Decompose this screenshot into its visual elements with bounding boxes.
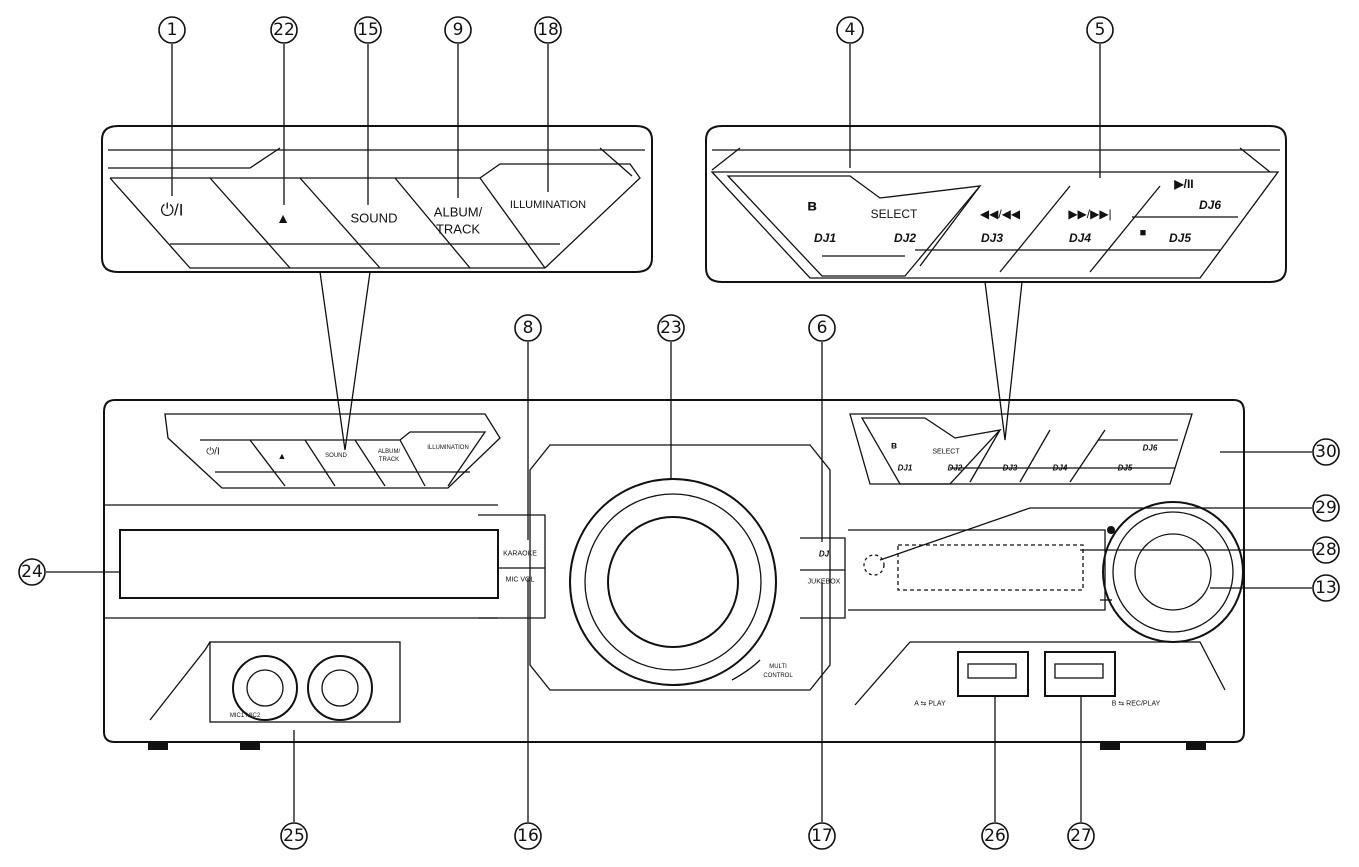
multi-control-label-1: MULTI: [769, 664, 787, 670]
rewind-icon: ◀◀/◀◀: [980, 207, 1021, 221]
volume-knob[interactable]: [1102, 501, 1244, 643]
remote-sensor: [863, 554, 885, 576]
dj1-label: DJ1: [814, 231, 836, 245]
mic-vol-label: MIC VOL: [506, 577, 535, 584]
callout-22: 22: [273, 20, 295, 40]
mic2-jack[interactable]: [307, 655, 373, 721]
album-track-label-line1: ALBUM/: [434, 205, 483, 220]
multi-control-dial[interactable]: [569, 478, 777, 686]
mini-dj5-label: DJ5: [1118, 464, 1133, 473]
callout-17: 17: [811, 826, 833, 846]
callout-8: 8: [523, 318, 534, 338]
callout-markers: 1 22 15 9 18 4 5 8 23 6 30 29 28 13 24 2…: [18, 16, 1340, 850]
callout-18: 18: [537, 20, 559, 40]
callout-29: 29: [1315, 498, 1337, 518]
mini-dj6-label: DJ6: [1143, 444, 1158, 453]
callout-6: 6: [817, 318, 828, 338]
usb-b-port[interactable]: [1044, 651, 1116, 697]
mini-album-label-1: ALBUM/: [378, 449, 401, 455]
mini-eject-label: ▲: [278, 451, 287, 461]
mini-power-label: ⏻/I: [206, 447, 219, 458]
mini-dj2-label: DJ2: [948, 464, 963, 473]
select-button-label: SELECT: [871, 207, 918, 221]
dj2-label: DJ2: [894, 231, 916, 245]
karaoke-button-label: KARAOKE: [503, 551, 537, 558]
mini-album-label-2: TRACK: [379, 457, 399, 463]
dj4-label: DJ4: [1069, 231, 1091, 245]
mic1-jack[interactable]: [232, 655, 298, 721]
mini-illumination-label: ILLUMINATION: [427, 445, 469, 451]
dj5-label: DJ5: [1169, 231, 1191, 245]
fast-forward-icon: ▶▶/▶▶|: [1068, 207, 1111, 221]
right-top-panel-closeup: ʙ SELECT DJ1 DJ2 ◀◀/◀◀ DJ3 ▶▶/▶▶| DJ4 ▶/…: [705, 125, 1287, 283]
power-button-label: ⏻/I: [161, 201, 184, 220]
album-track-label-line2: TRACK: [436, 222, 480, 237]
callout-5: 5: [1095, 20, 1106, 40]
multi-control-label-2: CONTROL: [763, 673, 793, 679]
left-top-panel-closeup: ⏻/I ▲ SOUND ALBUM/ TRACK ILLUMINATION: [101, 125, 653, 273]
mini-sound-label: SOUND: [325, 453, 347, 459]
callout-23: 23: [660, 318, 682, 338]
mini-dj3-label: DJ3: [1003, 464, 1018, 473]
display-window: [897, 544, 1084, 591]
mini-select-label: SELECT: [932, 449, 960, 456]
dj3-label: DJ3: [981, 231, 1003, 245]
eject-button-label: ▲: [276, 210, 290, 226]
jukebox-button-label: JUKEBOX: [808, 579, 841, 586]
callout-24: 24: [21, 562, 43, 582]
main-unit: ⏻/I ▲ SOUND ALBUM/ TRACK ILLUMINATION ʙ …: [103, 399, 1245, 750]
sound-button-label: SOUND: [351, 211, 398, 226]
callout-30: 30: [1315, 442, 1337, 462]
callout-27: 27: [1070, 826, 1092, 846]
bluetooth-icon: ʙ: [807, 198, 817, 215]
callout-4: 4: [845, 20, 856, 40]
callout-15: 15: [357, 20, 379, 40]
mini-bluetooth-icon: ʙ: [891, 441, 897, 452]
usb-b-label: B ⇆ REC/PLAY: [1112, 701, 1161, 708]
callout-25: 25: [283, 826, 305, 846]
mini-dj4-label: DJ4: [1053, 464, 1068, 473]
play-pause-icon: ▶/II: [1173, 177, 1193, 191]
mic-jack-labels: MIC1 MIC2: [230, 713, 261, 719]
mini-dj1-label: DJ1: [898, 464, 913, 473]
usb-a-port[interactable]: [957, 651, 1029, 697]
callout-16: 16: [517, 826, 539, 846]
stop-icon: ■: [1140, 227, 1147, 239]
callout-9: 9: [453, 20, 464, 40]
callout-28: 28: [1315, 540, 1337, 560]
illumination-button-label: ILLUMINATION: [510, 199, 586, 211]
callout-13: 13: [1315, 578, 1337, 598]
dj6-label: DJ6: [1199, 198, 1221, 212]
usb-a-label: A ⇆ PLAY: [914, 701, 946, 708]
leader-lines: [46, 44, 1312, 822]
dj-button-label: DJ: [819, 550, 830, 559]
callout-26: 26: [984, 826, 1006, 846]
callout-1: 1: [167, 20, 178, 40]
